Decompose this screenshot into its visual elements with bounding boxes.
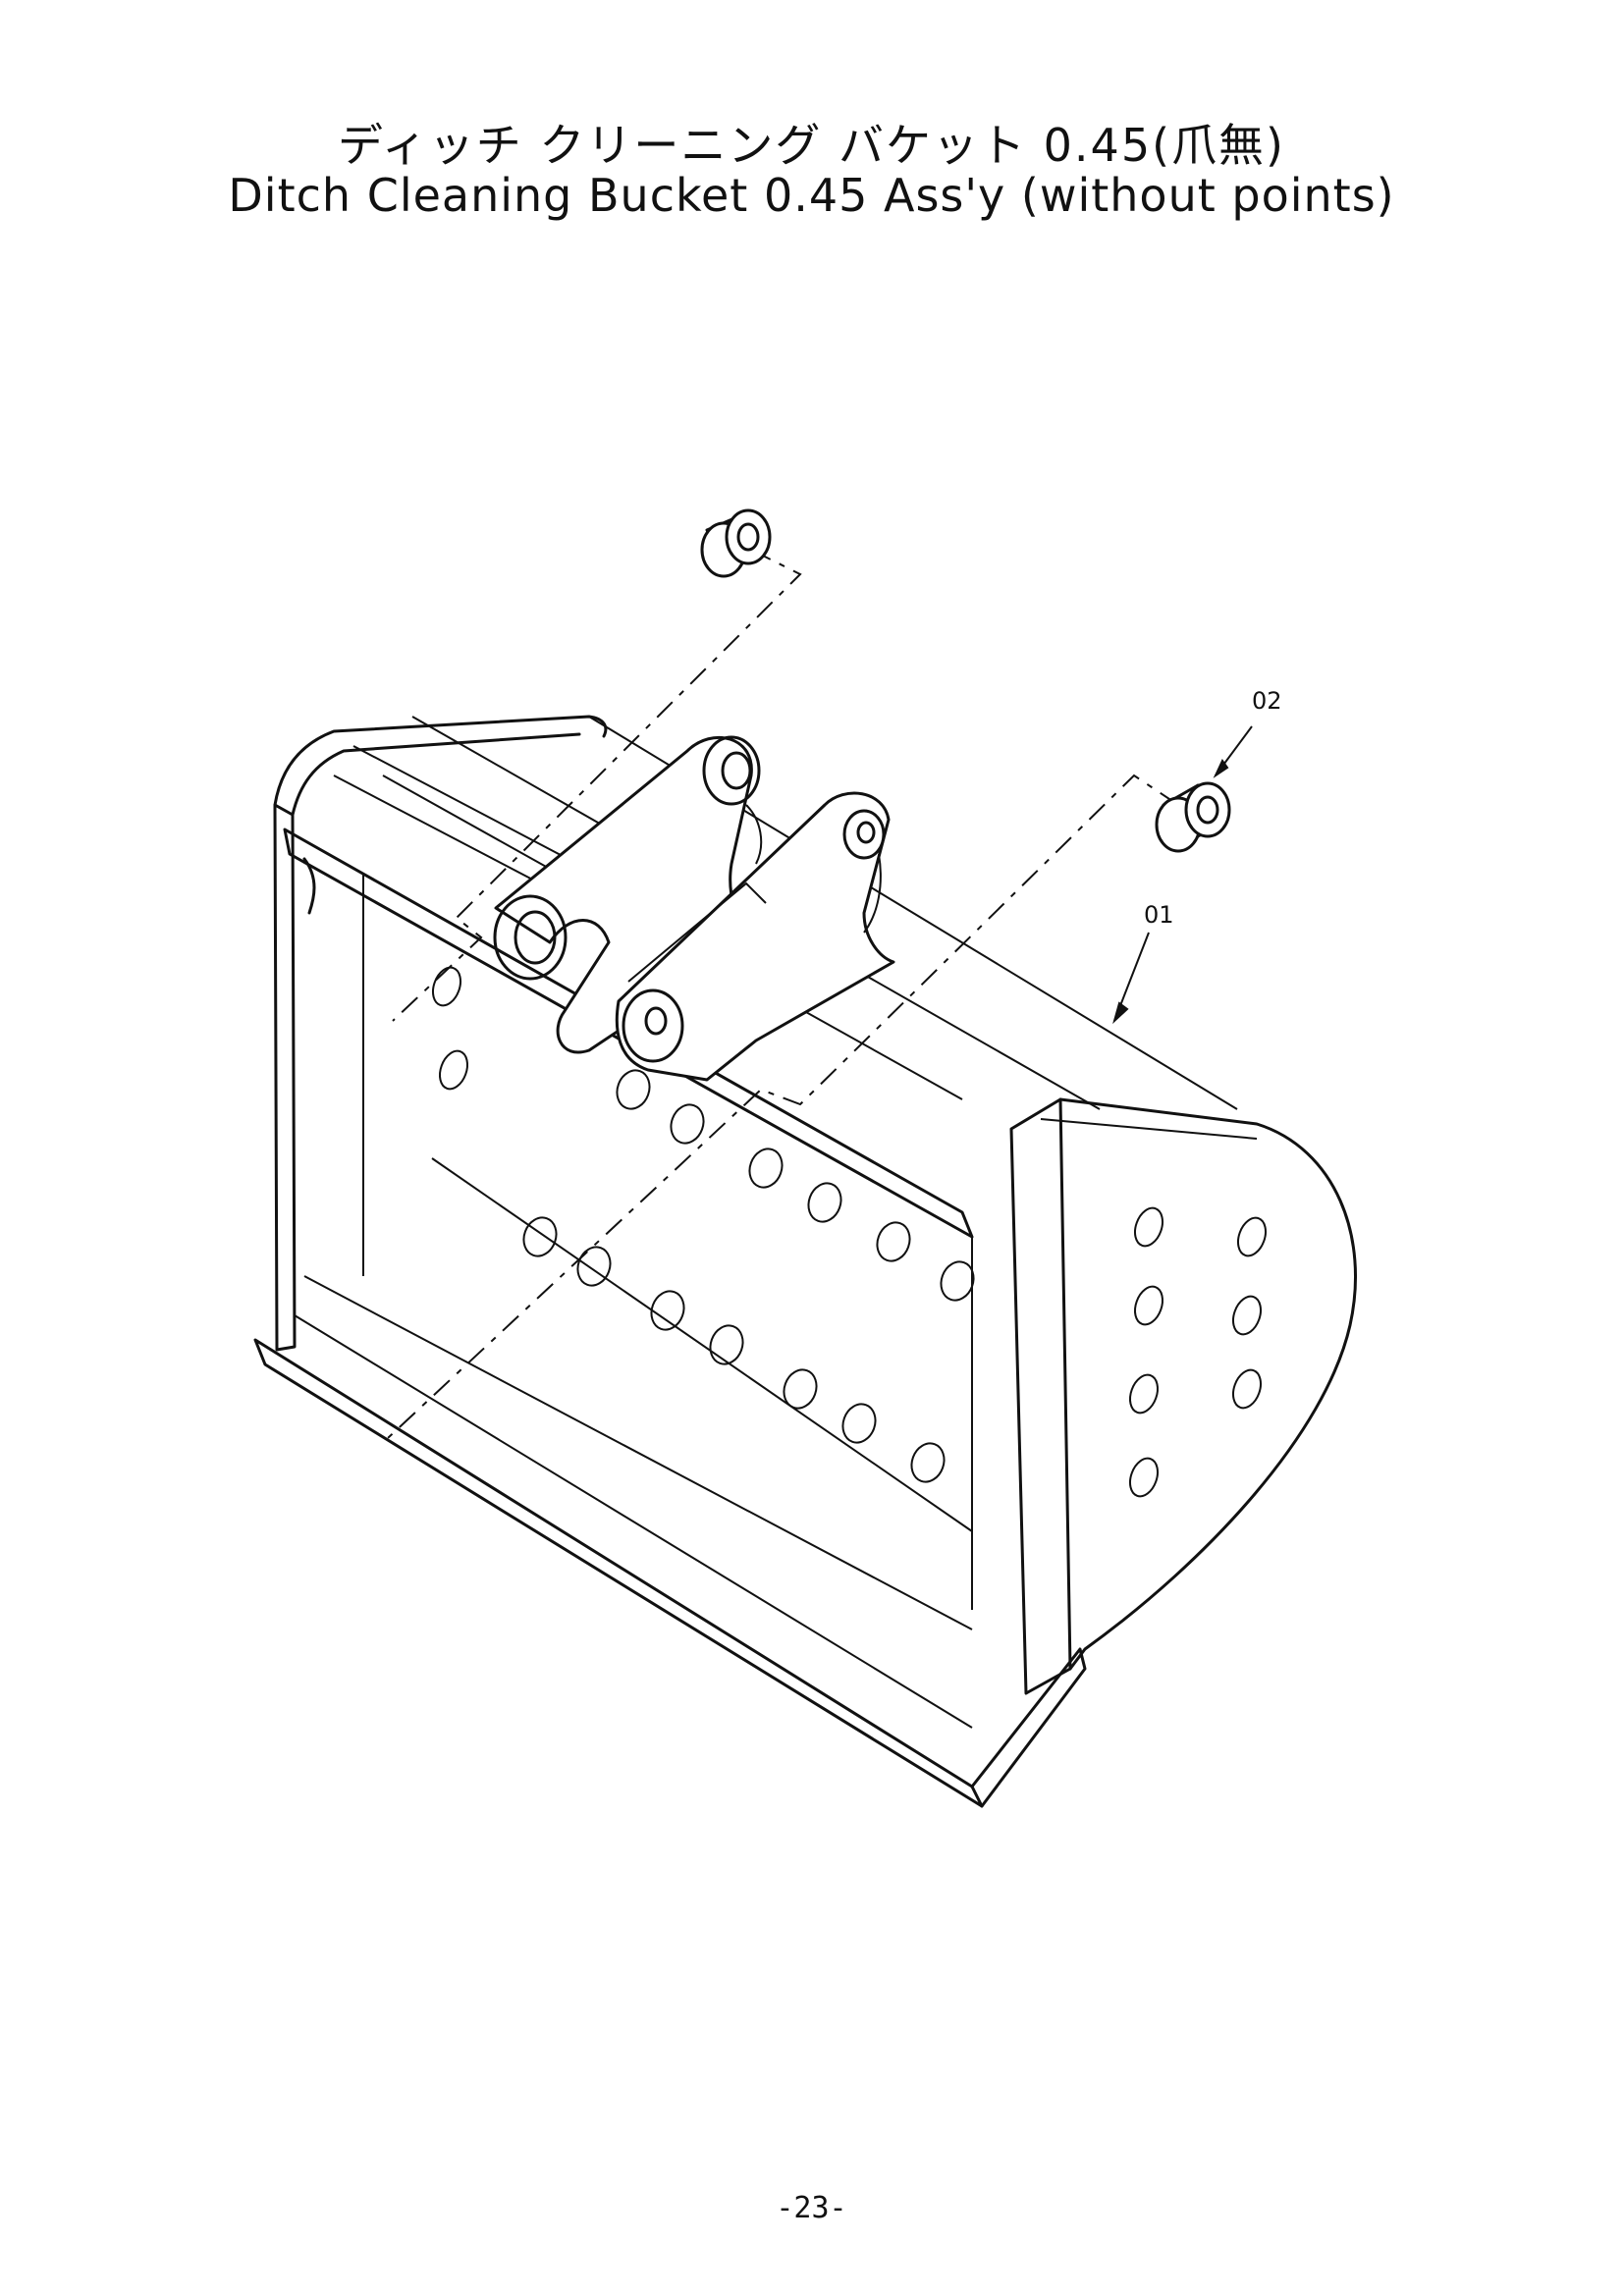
side-plate-holes xyxy=(1128,1206,1268,1498)
arrow-01 xyxy=(1112,1001,1129,1025)
back-inner-plate xyxy=(362,874,973,1610)
page-title-japanese: ディッチ クリーニング バケット 0.45(爪無) xyxy=(338,119,1285,172)
bucket-floor xyxy=(253,1157,1087,1808)
callout-part-01: 01 xyxy=(1144,901,1174,929)
right-side-plate xyxy=(1009,1097,1358,1695)
centerline-lower-bushing xyxy=(387,774,1179,1439)
bushing-02 xyxy=(1155,781,1231,853)
page-number: -23- xyxy=(776,2191,847,2225)
page-title-english: Ditch Cleaning Bucket 0.45 Ass'y (withou… xyxy=(228,169,1395,222)
bushing-upper xyxy=(700,508,772,578)
mounting-bracket-front xyxy=(615,791,895,1082)
arrow-02 xyxy=(1213,759,1229,778)
pin-tube-rear xyxy=(745,804,763,865)
back-plate-holes xyxy=(431,966,975,1483)
pin-tube-front xyxy=(863,853,882,934)
left-side-plate xyxy=(273,715,608,1352)
centerline-upper-bushing xyxy=(392,549,802,1022)
callout-part-02: 02 xyxy=(1252,687,1282,715)
